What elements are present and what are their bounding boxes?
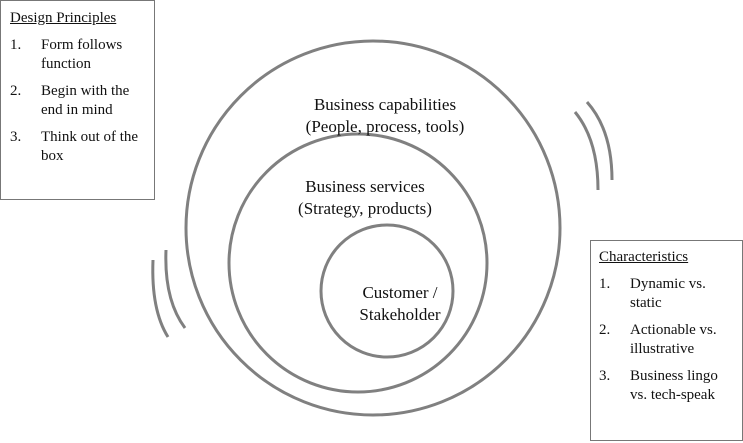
middle-circle — [227, 132, 489, 394]
design-principles-title: Design Principles — [10, 10, 117, 26]
list-item: 3. Think out of the box — [10, 128, 146, 166]
motion-arc-right-1 — [573, 111, 600, 191]
item-text: Begin with the end in mind — [41, 83, 130, 118]
middle-label-line1: Business services — [305, 177, 425, 196]
motion-arc-right-2 — [585, 101, 614, 181]
list-item: 1. Form follows function — [10, 36, 146, 74]
motion-arc-left-2 — [164, 249, 187, 329]
item-number: 1. — [10, 37, 22, 53]
item-text: Form follows function — [41, 37, 123, 72]
item-text: Actionable vs. illustrative — [630, 322, 717, 357]
middle-circle-label: Business services (Strategy, products) — [270, 176, 460, 220]
characteristics-box: Characteristics 1. Dynamic vs. static 2. A… — [590, 240, 743, 441]
item-number: 2. — [10, 83, 22, 99]
design-principles-box: Design Principles 1. Form follows functio… — [0, 0, 155, 200]
outer-circle-label: Business capabilities (People, process, … — [280, 94, 490, 138]
middle-label-line2: (Strategy, products) — [298, 199, 432, 218]
outer-circle — [184, 39, 562, 417]
item-number: 1. — [599, 276, 611, 292]
item-text: Dynamic vs. static — [630, 276, 706, 311]
item-text: Business lingo vs. tech-speak — [630, 368, 718, 403]
inner-label-line1: Customer / — [362, 283, 438, 302]
characteristics-title: Characteristics — [599, 249, 689, 265]
item-number: 2. — [599, 322, 611, 338]
outer-label-line2: (People, process, tools) — [305, 117, 465, 136]
outer-label-line1: Business capabilities — [313, 95, 457, 114]
item-number: 3. — [10, 129, 22, 145]
list-item: 1. Dynamic vs. static — [599, 275, 734, 313]
motion-arc-left-1 — [151, 259, 170, 338]
item-number: 3. — [599, 368, 611, 384]
inner-circle — [319, 223, 455, 359]
inner-circle-label: Customer / Stakeholder — [340, 282, 460, 326]
list-item: 2. Actionable vs. illustrative — [599, 321, 734, 359]
list-item: 2. Begin with the end in mind — [10, 82, 146, 120]
inner-label-line2: Stakeholder — [359, 305, 441, 324]
item-text: Think out of the box — [41, 129, 139, 164]
list-item: 3. Business lingo vs. tech-speak — [599, 367, 734, 405]
